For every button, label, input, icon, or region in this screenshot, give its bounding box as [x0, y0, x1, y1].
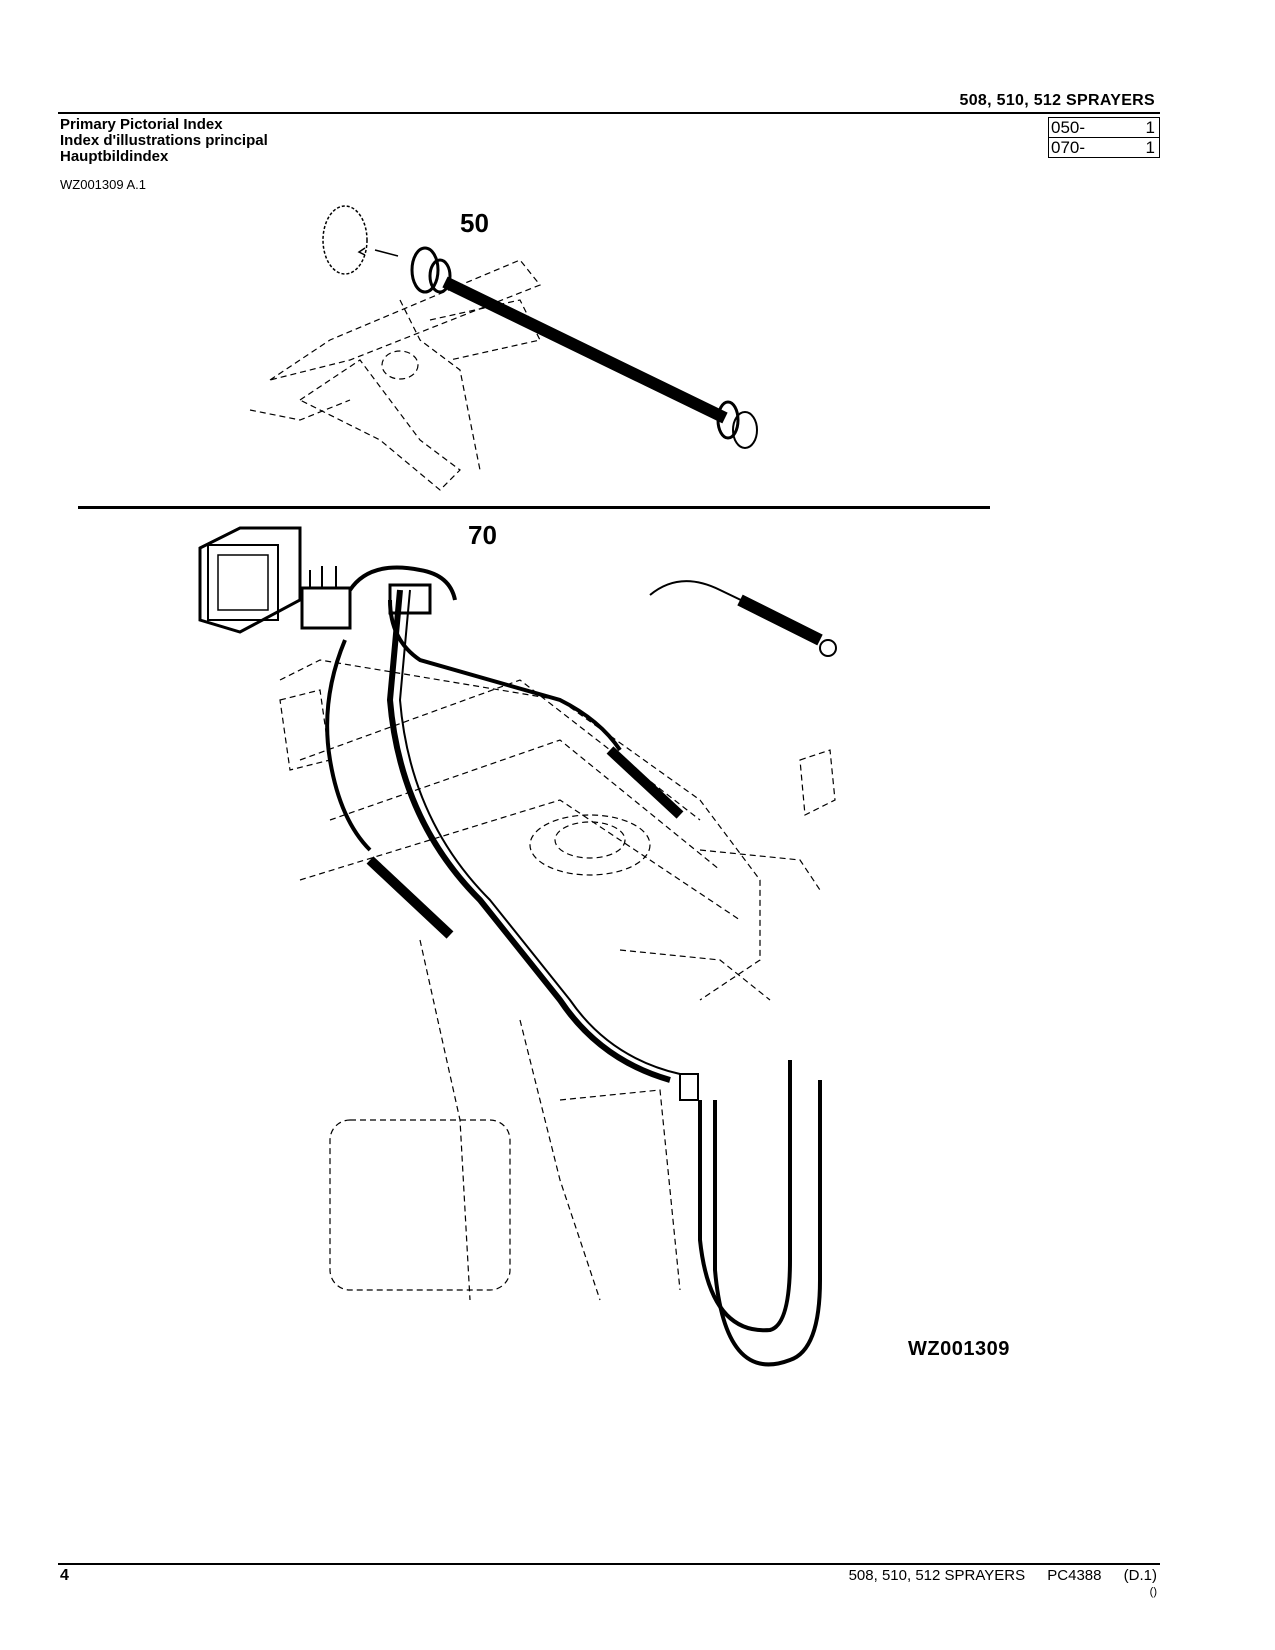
- figure-code: WZ001309: [908, 1338, 1010, 1360]
- footer-info: 508, 510, 512 SPRAYERS PC4388 (D.1): [831, 1567, 1157, 1584]
- section-number-70[interactable]: 70: [468, 520, 497, 550]
- header-product-title: 508, 510, 512 SPRAYERS: [959, 92, 1155, 109]
- header-rule: [58, 112, 1160, 114]
- title-english: Primary Pictorial Index: [60, 116, 223, 133]
- figure-reference: WZ001309 A.1: [60, 177, 146, 192]
- footer-revision: (D.1): [1123, 1567, 1157, 1584]
- index-reference-box: 050- 1 070- 1: [1048, 117, 1160, 158]
- index-ref-page: 1: [1145, 138, 1155, 157]
- index-ref-code: 070-: [1051, 138, 1086, 157]
- pto-shaft-illustration[interactable]: [249, 205, 758, 491]
- footer-doc-code: PC4388: [1047, 1567, 1102, 1584]
- section-number-50[interactable]: 50: [460, 208, 489, 238]
- index-ref-row[interactable]: 070- 1: [1049, 137, 1159, 157]
- section-divider: [78, 506, 990, 509]
- index-ref-row[interactable]: 050- 1: [1049, 118, 1159, 137]
- title-french: Index d'illustrations principal: [60, 132, 268, 149]
- index-ref-code: 050-: [1051, 118, 1086, 137]
- page-number: 4: [60, 1567, 69, 1584]
- hydraulic-system-illustration[interactable]: [198, 526, 837, 1367]
- index-titles: Primary Pictorial Index Index d'illustra…: [60, 117, 268, 165]
- footer-rule: [58, 1563, 1160, 1565]
- title-german: Hauptbildindex: [60, 148, 169, 165]
- index-ref-page: 1: [1145, 118, 1155, 137]
- footer-small-mark: (): [1149, 1586, 1157, 1598]
- footer-product: 508, 510, 512 SPRAYERS: [848, 1567, 1026, 1584]
